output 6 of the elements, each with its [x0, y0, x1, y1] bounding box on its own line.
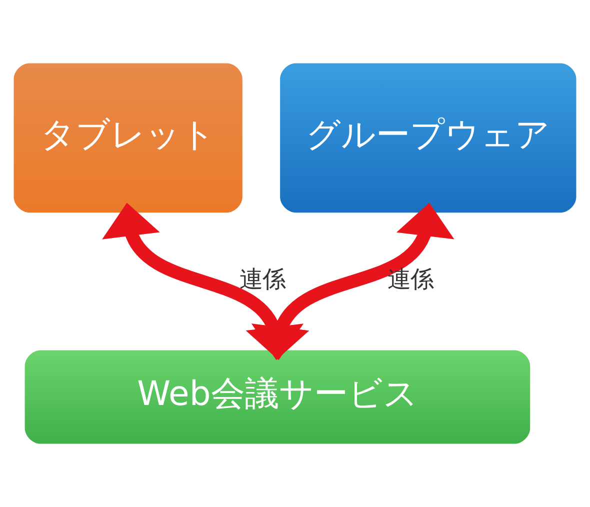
node-box: グループウェア: [280, 63, 576, 213]
arrow: [251, 202, 454, 360]
edge-label: 連係: [388, 265, 434, 294]
node-box: タブレット: [14, 63, 242, 213]
node-box: Web会議サービス: [24, 350, 530, 444]
edge-label: 連係: [240, 265, 286, 294]
